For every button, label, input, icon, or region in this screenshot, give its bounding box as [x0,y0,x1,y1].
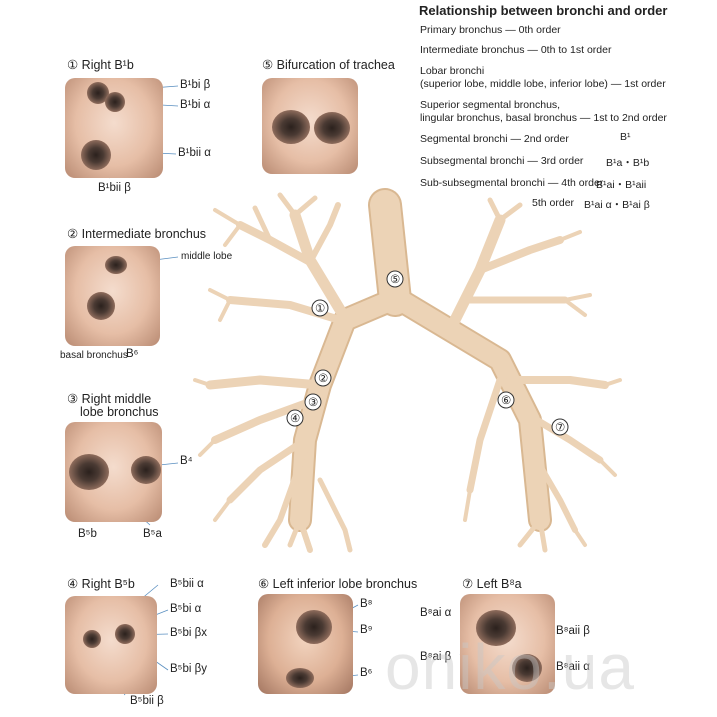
panel4-title: ④ Right B⁵b [67,577,135,591]
tree-marker-4: ④ [290,413,301,425]
panel7-endoscopy-image [460,594,555,694]
panel2-hole-basal [87,292,115,320]
panel6-endoscopy-image [258,594,353,694]
panel1-label-b1bii-alpha: B¹bii α [178,147,211,159]
ref-row-fifth: 5th order [532,197,575,209]
ref-note-subsegmental: B¹a・B¹b [606,157,650,169]
panel2-hole-middle-lobe [105,256,127,274]
panel7-title: ⑦ Left B⁸a [462,577,522,591]
tree-marker-3: ③ [308,397,319,409]
panel4-hole-2 [115,624,135,644]
ref-row-primary: Primary bronchus — 0th order [420,24,561,36]
ref-row-subsegmental: Subsegmental bronchi — 3rd order [420,155,584,167]
panel3-hole-b5b [69,454,109,490]
panel2-label-basal-bronchus: basal bronchus [60,350,128,361]
ref-row-lobar-2: (superior lobe, middle lobe, inferior lo… [420,78,666,90]
reference-title: Relationship between bronchi and order [419,3,668,18]
panel3-label-b4: B⁴ [180,455,193,467]
ref-row-segmental: Segmental bronchi — 2nd order [420,133,569,145]
ref-row-lobar: Lobar bronchi [420,65,485,77]
panel6-title: ⑥ Left inferior lobe bronchus [258,577,418,591]
panel3-title-line2: lobe bronchus [80,405,159,419]
panel5-title: ⑤ Bifurcation of trachea [262,58,395,72]
tree-marker-1: ① [315,303,326,315]
panel2-endoscopy-image [65,246,160,346]
panel1-hole-2 [105,92,125,112]
ref-row-intermediate: Intermediate bronchus — 0th to 1st order [420,44,612,56]
panel7-label-b8aii-beta: B⁸aii β [556,625,590,637]
panel4-endoscopy-image [65,596,157,694]
panel2-label-middle-lobe: middle lobe [181,251,233,262]
panel3-hole-b4 [131,456,161,484]
panel2-label-b6: B⁶ [126,348,139,360]
panel2-title: ② Intermediate bronchus [67,227,207,241]
ref-note-fifth: B¹ai α・B¹ai β [584,199,650,211]
panel4-label-b5bi-beta-y: B⁵bi βy [170,663,207,675]
panel1-label-b1bi-alpha: B¹bi α [180,99,211,111]
panel1-label-b1bi-beta: B¹bi β [180,79,211,91]
panel3-label-b5b: B⁵b [78,528,97,540]
panel4-label-b5bii-alpha: B⁵bii α [170,578,204,590]
panel5-endoscopy-image [262,78,358,174]
panel1-title: ① Right B¹b [67,58,134,72]
panel3-title: ③ Right middle [67,392,152,406]
panel5-hole-right [314,112,350,144]
panel7-label-b8aii-alpha: B⁸aii α [556,661,590,673]
panel7-hole-1 [476,610,516,646]
panel1-endoscopy-image [65,78,163,178]
panel7-label-b8ai-beta: B⁸ai β [420,651,452,663]
ref-note-segmental: B¹ [620,131,631,143]
panel4-label-b5bi-beta-x: B⁵bi βx [170,627,207,639]
panel5-hole-left [272,110,310,144]
tree-marker-7: ⑦ [555,422,566,434]
watermark-logo: oniko.ua [385,631,635,703]
panel7-hole-2 [512,654,542,682]
panel6-hole-b6 [286,668,314,688]
ref-note-subsubsegmental: B¹ai・B¹aii [596,179,647,191]
panel1-hole-3 [81,140,111,170]
ref-row-subsubsegmental: Sub-subsegmental bronchi — 4th order [420,177,604,189]
panel7-label-b8ai-alpha: B⁸ai α [420,607,452,619]
panel3-label-b5a: B⁵a [143,528,162,540]
tree-marker-5: ⑤ [390,274,401,286]
ref-row-superior: Superior segmental bronchus, [420,99,561,111]
panel4-label-b5bii-beta: B⁵bii β [130,695,164,707]
panel4-hole-1 [83,630,101,648]
panel1-label-b1bii-beta: B¹bii β [98,182,131,194]
tree-marker-6: ⑥ [501,395,512,407]
tree-marker-2: ② [318,373,329,385]
panel6-label-b9: B⁹ [360,624,373,636]
panel6-label-b8: B⁸ [360,598,373,610]
panel6-hole-b8-b9 [296,610,332,644]
panel6-label-b6: B⁶ [360,667,373,679]
panel4-label-b5bi-alpha: B⁵bi α [170,603,202,615]
panel1-hole-1 [87,82,109,104]
panel3-endoscopy-image [65,422,162,522]
ref-row-superior-2: lingular bronchus, basal bronchus — 1st … [420,112,667,124]
